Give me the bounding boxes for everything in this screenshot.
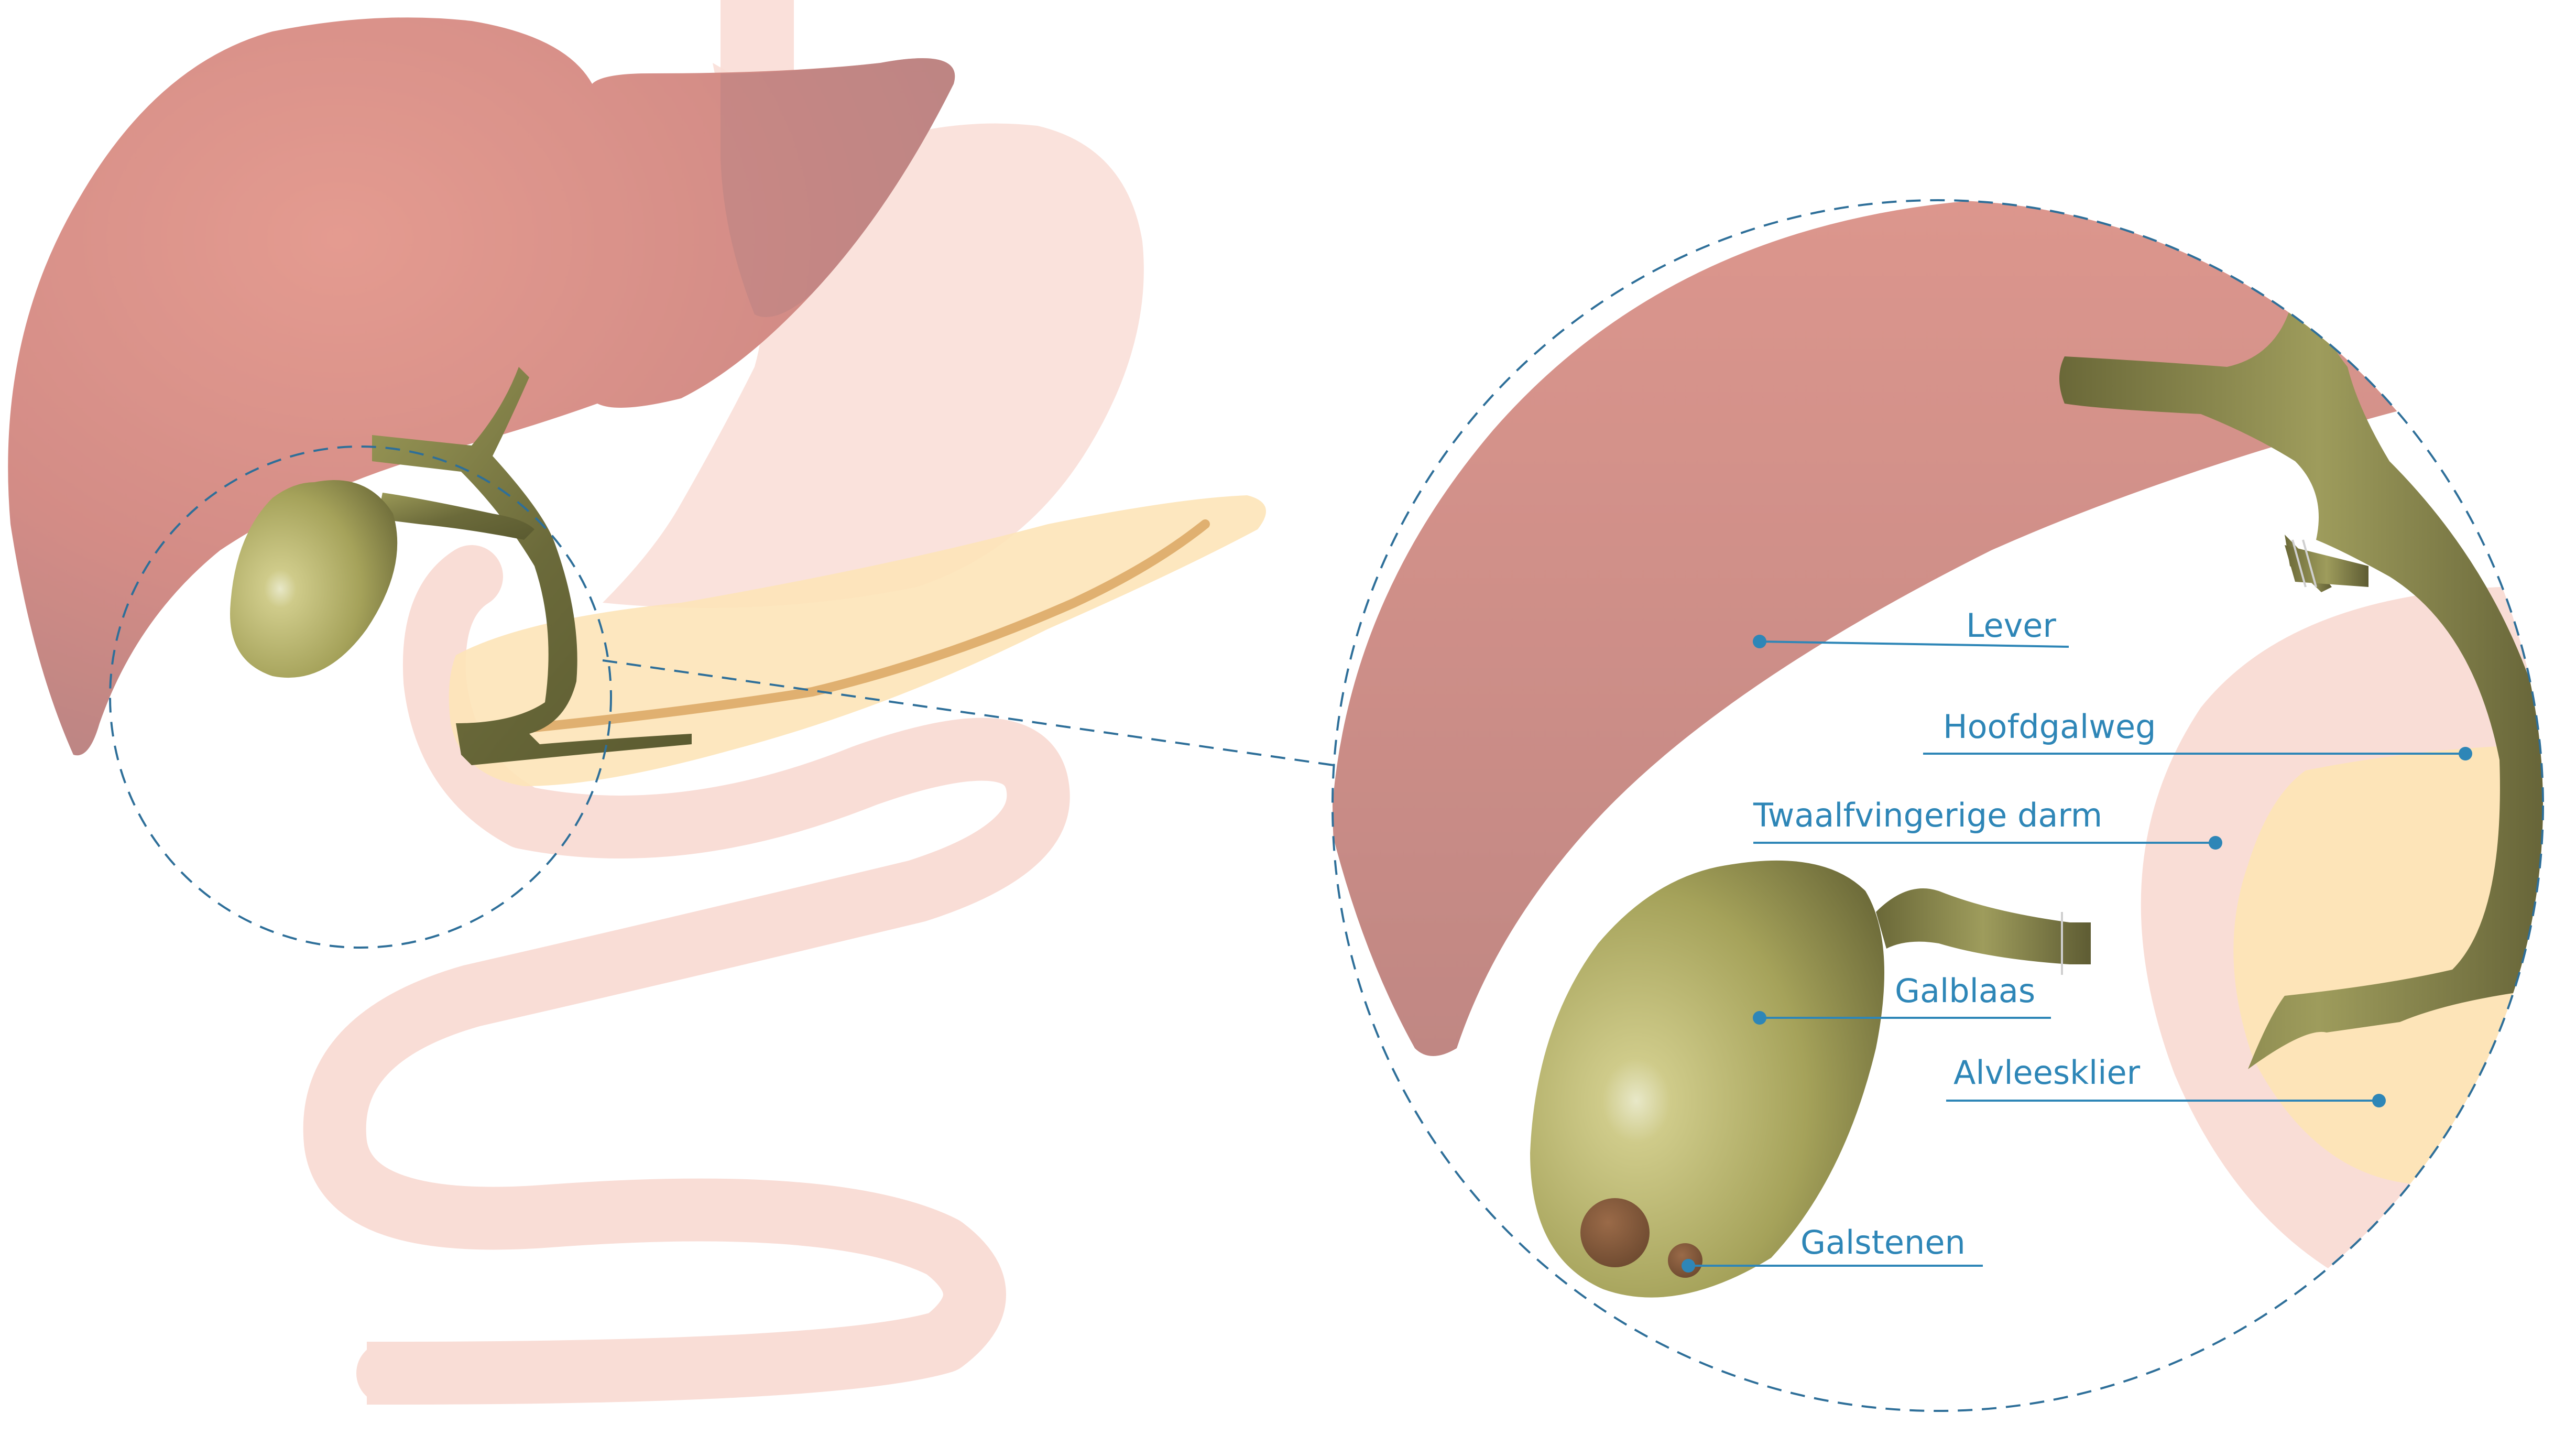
label-liver-text: Lever xyxy=(1966,606,2056,645)
liver-shape xyxy=(8,17,955,756)
label-gallbladder-text: Galblaas xyxy=(1895,972,2035,1010)
label-common-bile-duct-text: Hoofdgalweg xyxy=(1943,708,2156,746)
gallbladder-shape xyxy=(230,480,398,678)
bile-duct-shape xyxy=(372,367,692,765)
zoom-circle-border xyxy=(1331,199,2544,1412)
label-liver: Lever xyxy=(1753,606,2069,648)
label-pancreas: Alvleesklier xyxy=(1946,1053,2386,1107)
gallstone-shape xyxy=(1580,1198,1650,1267)
stomach-shape xyxy=(603,63,1144,608)
label-duodenum-text: Twaalfvingerige darm xyxy=(1753,796,2102,834)
intestine-shape xyxy=(303,545,1070,1405)
pancreatic-duct xyxy=(519,519,1210,733)
gallbladder-zoom-shape xyxy=(1530,860,1884,1298)
zoom-connector-line xyxy=(602,659,1334,766)
label-common-bile-duct: Hoofdgalweg xyxy=(1923,708,2472,760)
cystic-duct-shape xyxy=(1876,888,2091,964)
zoom-source-circle xyxy=(109,445,612,949)
label-gallstones-text: Galstenen xyxy=(1800,1223,1966,1262)
label-gallstones: Galstenen xyxy=(1682,1223,1983,1273)
label-duodenum: Twaalfvingerige darm xyxy=(1753,796,2222,850)
label-gallbladder: Galblaas xyxy=(1753,972,2051,1025)
label-pancreas-text: Alvleesklier xyxy=(1953,1053,2141,1092)
overview-illustration xyxy=(8,0,1266,1405)
common-bile-duct-shape xyxy=(2059,293,2543,1069)
